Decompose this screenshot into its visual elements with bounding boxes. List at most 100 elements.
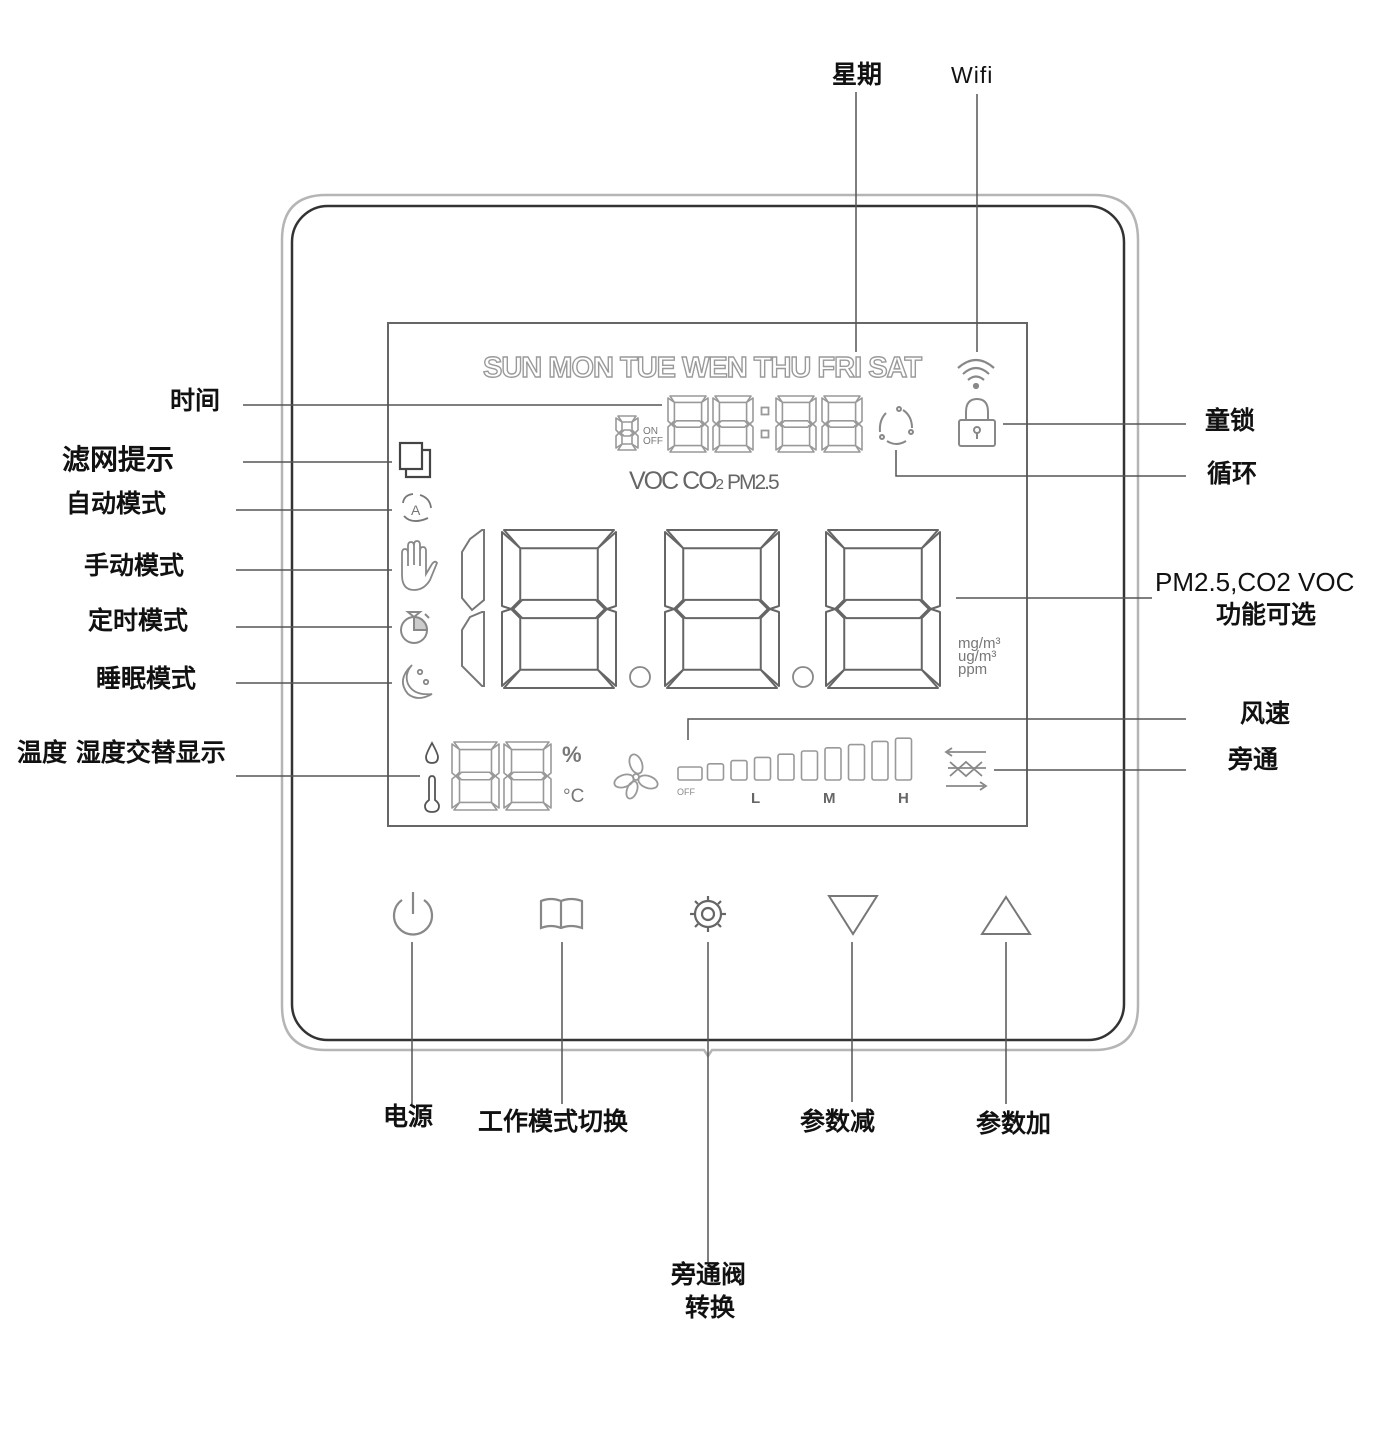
segment-g (826, 419, 858, 429)
cycle-icon (878, 406, 914, 445)
unit-mg: mg/m³ (958, 635, 1001, 652)
fan-level-bar (777, 753, 795, 781)
fan-high-label: H (898, 790, 909, 807)
segment-f (615, 417, 623, 434)
auto-mode-icon: A (402, 493, 432, 522)
clock-digit-3 (775, 395, 817, 453)
wifi-icon (957, 358, 995, 390)
percent-label: % (562, 742, 582, 767)
unit-ppm: ppm (958, 661, 988, 678)
segment-b (745, 397, 754, 425)
label-time: 时间 (170, 386, 221, 415)
unit-labels: mg/m³ ug/m³ ppm (958, 635, 1001, 678)
segment-b (490, 743, 500, 777)
stopwatch-icon (400, 611, 430, 644)
clock-prefix-digit (615, 415, 639, 451)
segment-g (456, 771, 495, 781)
droplet-icon (425, 741, 439, 764)
segment-b (700, 397, 709, 425)
leader-cycle (895, 450, 1186, 477)
segment-g (780, 419, 812, 429)
segment-c (631, 432, 639, 449)
on-label: ON (643, 426, 658, 437)
power-button[interactable] (392, 892, 434, 936)
segment-b (631, 417, 639, 434)
thermometer-icon (424, 775, 440, 813)
sensor-voc: VOC (629, 467, 679, 495)
segment-c (490, 775, 500, 809)
fan-level-bar (871, 740, 889, 781)
fan-level-bar (824, 746, 842, 781)
label-week: 星期 (832, 60, 883, 89)
label-sleep-mode: 睡眠模式 (96, 664, 197, 693)
param-down-button[interactable] (827, 895, 879, 936)
triangle-down-icon (827, 895, 879, 936)
main-digit-3 (825, 529, 941, 689)
svg-text:A: A (411, 502, 421, 518)
lock-icon (958, 397, 996, 447)
segment-f (451, 743, 461, 777)
leading-one-top (461, 529, 485, 612)
segment-f (775, 397, 784, 425)
fan-level-bar (677, 766, 703, 781)
label-cycle: 循环 (1207, 459, 1258, 488)
gear-icon (690, 896, 726, 932)
segment-d (505, 801, 550, 811)
label-param-up: 参数加 (976, 1109, 1052, 1138)
label-filter: 滤网提示 (62, 443, 175, 476)
device-outer-frame (280, 193, 1140, 1059)
fan-level-bar (894, 737, 913, 781)
segment-g (675, 598, 769, 620)
segment-f (712, 397, 721, 425)
param-up-button[interactable] (980, 895, 1032, 935)
segment-d (669, 444, 707, 453)
segment-c (700, 423, 709, 451)
segment-c (759, 608, 780, 687)
segment-c (596, 608, 617, 687)
main-decimal-2 (792, 666, 814, 688)
segment-b (854, 397, 863, 425)
leader-lines (236, 92, 1186, 1262)
segment-g (836, 598, 930, 620)
fan-off-label: OFF (677, 787, 695, 797)
label-temp-humidity: 温度 湿度交替显示 (17, 738, 226, 767)
moon-icon (402, 664, 433, 699)
segment-g (717, 419, 749, 429)
segment-g (508, 771, 547, 781)
segment-d (777, 444, 815, 453)
weekday-row: SUN MON TUE WEN THU FRI SAT (482, 351, 922, 384)
label-timer-mode: 定时模式 (88, 606, 189, 635)
sensor-co2: CO2 (682, 467, 724, 495)
clock-digit-2 (712, 395, 754, 453)
segment-d (617, 443, 637, 451)
triangle-up-icon (980, 895, 1032, 935)
label-wifi: Wifi (951, 62, 994, 88)
segment-d (714, 444, 752, 453)
bypass-valve-button[interactable] (690, 896, 726, 932)
segment-c (745, 423, 754, 451)
fan-low-label: L (751, 790, 761, 807)
label-manual-mode: 手动模式 (84, 551, 185, 580)
segment-b (759, 531, 780, 610)
segment-f (825, 531, 846, 610)
fan-speed-bars (677, 737, 913, 781)
segment-b (596, 531, 617, 610)
clock-digit-1 (667, 395, 709, 453)
segment-c (542, 775, 552, 809)
off-label: OFF (643, 436, 663, 447)
segment-b (808, 397, 817, 425)
temp-digit-2 (503, 741, 552, 811)
label-sensor-line1: PM2.5,CO2 VOC (1155, 567, 1355, 597)
label-auto-mode: 自动模式 (66, 489, 167, 518)
fan-icon (613, 753, 659, 800)
segment-f (821, 397, 830, 425)
main-digit-2 (664, 529, 780, 689)
main-digit-1 (501, 529, 617, 689)
clock-colon-top (760, 406, 770, 416)
segment-g (512, 598, 606, 620)
temp-digit-1 (451, 741, 500, 811)
main-decimal-1 (629, 666, 651, 688)
mode-switch-button[interactable] (539, 897, 584, 930)
segment-f (664, 531, 685, 610)
segment-f (503, 743, 513, 777)
